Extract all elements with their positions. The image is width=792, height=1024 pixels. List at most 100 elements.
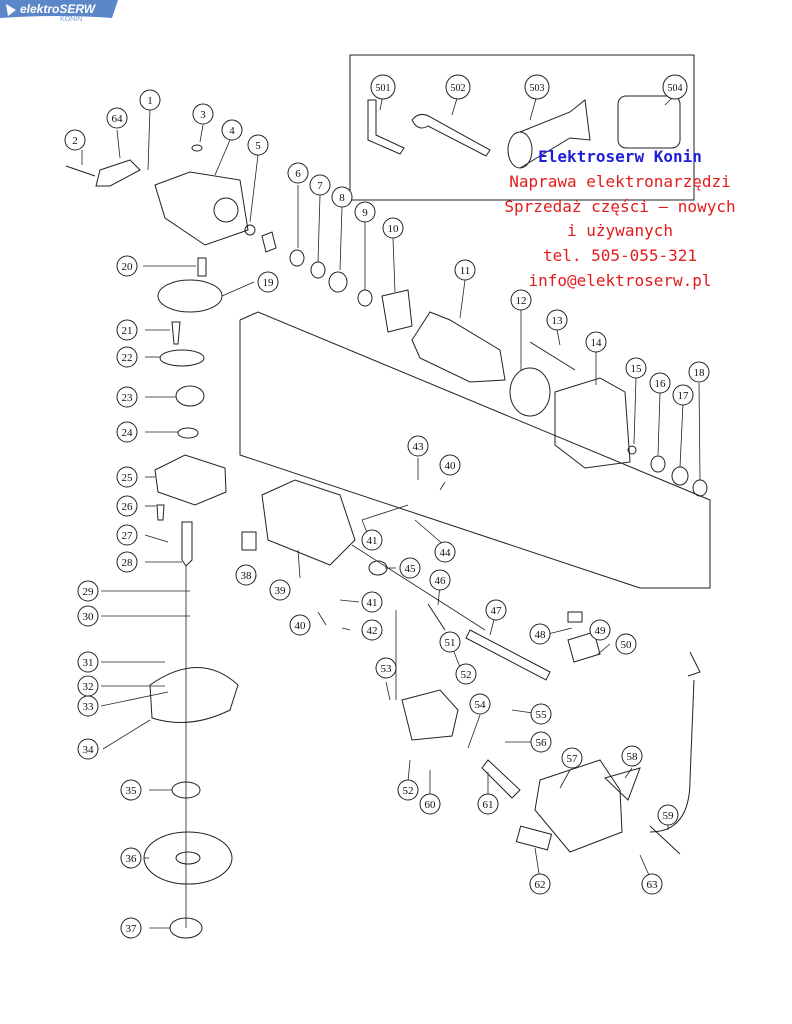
wrench-502 [411, 114, 491, 157]
callout-number: 6 [295, 168, 301, 180]
callout-501: 501 [370, 74, 396, 100]
part-3-cap [191, 144, 203, 152]
callout-number: 53 [381, 663, 393, 675]
callout-36: 36 [120, 847, 142, 869]
callout-circle [370, 74, 396, 100]
callout-6: 6 [287, 162, 309, 184]
ad-line-parts: Sprzedaż części – nowych [504, 197, 735, 216]
callout-17: 17 [672, 384, 694, 406]
callout-number: 11 [460, 265, 471, 277]
callout-circle [77, 580, 99, 602]
bearing-17 [671, 466, 689, 486]
callout-34: 34 [77, 738, 99, 760]
callout-503: 503 [524, 74, 550, 100]
callout-number: 51 [445, 637, 456, 649]
callout-circle [657, 804, 679, 826]
callout-number: 54 [475, 699, 487, 711]
callout-circle [235, 564, 257, 586]
pin-20 [197, 257, 207, 277]
callout-number: 45 [405, 563, 417, 575]
pinion-gear [261, 231, 277, 253]
callout-number: 32 [83, 681, 94, 693]
leader-lines [81, 94, 701, 929]
callout-number: 5 [255, 140, 261, 152]
callout-30: 30 [77, 605, 99, 627]
callout-number: 503 [530, 83, 545, 94]
callout-52: 52 [455, 663, 477, 685]
callout-50: 50 [615, 633, 637, 655]
callout-46: 46 [429, 569, 451, 591]
callout-55: 55 [530, 703, 552, 725]
callout-circle [397, 779, 419, 801]
case-504 [617, 95, 681, 149]
callout-24: 24 [116, 421, 138, 443]
callout-number: 50 [621, 639, 633, 651]
callout-number: 13 [552, 315, 564, 327]
callout-number: 37 [126, 923, 138, 935]
callout-circle [434, 541, 456, 563]
callout-number: 10 [388, 223, 400, 235]
callout-9: 9 [354, 201, 376, 223]
fan-guide-12 [509, 367, 551, 417]
callout-number: 52 [461, 669, 472, 681]
callout-number: 25 [122, 472, 134, 484]
callout-number: 52 [403, 785, 414, 797]
callout-circle [77, 695, 99, 717]
ad-title: Elektroserw Konin [538, 147, 702, 166]
ring-45 [368, 560, 388, 576]
callout-38: 38 [235, 564, 257, 586]
screw-59 [649, 825, 681, 855]
screw-26 [156, 504, 165, 521]
callout-29: 29 [77, 580, 99, 602]
callout-51: 51 [439, 631, 461, 653]
callout-circle [382, 217, 404, 239]
part-48 [567, 611, 583, 623]
bearing-8 [328, 271, 348, 293]
callout-circle [529, 873, 551, 895]
screw-21 [171, 321, 181, 345]
callout-42: 42 [361, 619, 383, 641]
callout-21: 21 [116, 319, 138, 341]
callout-number: 41 [367, 535, 378, 547]
callout-39: 39 [269, 579, 291, 601]
label-38 [241, 531, 257, 551]
callout-circle [529, 623, 551, 645]
stator-14 [554, 377, 631, 469]
callout-number: 24 [122, 427, 134, 439]
callout-number: 40 [295, 620, 307, 632]
callout-number: 2 [72, 135, 78, 147]
label-62 [515, 825, 553, 851]
callout-circle [469, 693, 491, 715]
callout-31: 31 [77, 651, 99, 673]
callout-14: 14 [585, 331, 607, 353]
callout-1: 1 [139, 89, 161, 111]
callout-number: 58 [627, 751, 639, 763]
callout-41: 41 [361, 591, 383, 613]
callout-number: 43 [413, 441, 425, 453]
callout-number: 55 [536, 709, 548, 721]
callout-number: 18 [694, 367, 706, 379]
callout-26: 26 [116, 495, 138, 517]
callout-circle [77, 605, 99, 627]
callout-circle [120, 847, 142, 869]
callout-circle [419, 793, 441, 815]
handle-503-body [519, 99, 591, 169]
callout-circle [221, 119, 243, 141]
baffle-10 [381, 289, 413, 333]
callout-circle [289, 614, 311, 636]
callout-number: 62 [535, 879, 546, 891]
callout-number: 3 [200, 109, 206, 121]
callout-23: 23 [116, 386, 138, 408]
callout-circle [116, 319, 138, 341]
callout-circle [662, 74, 688, 100]
callout-number: 44 [440, 547, 452, 559]
controller-53 [401, 689, 459, 741]
switch-rod-47 [465, 629, 551, 681]
callout-59: 59 [657, 804, 679, 826]
callout-16: 16 [649, 372, 671, 394]
callout-number: 63 [647, 879, 659, 891]
callout-number: 28 [122, 557, 134, 569]
callout-circle [485, 599, 507, 621]
callout-number: 1 [147, 95, 153, 107]
callout-15: 15 [625, 357, 647, 379]
